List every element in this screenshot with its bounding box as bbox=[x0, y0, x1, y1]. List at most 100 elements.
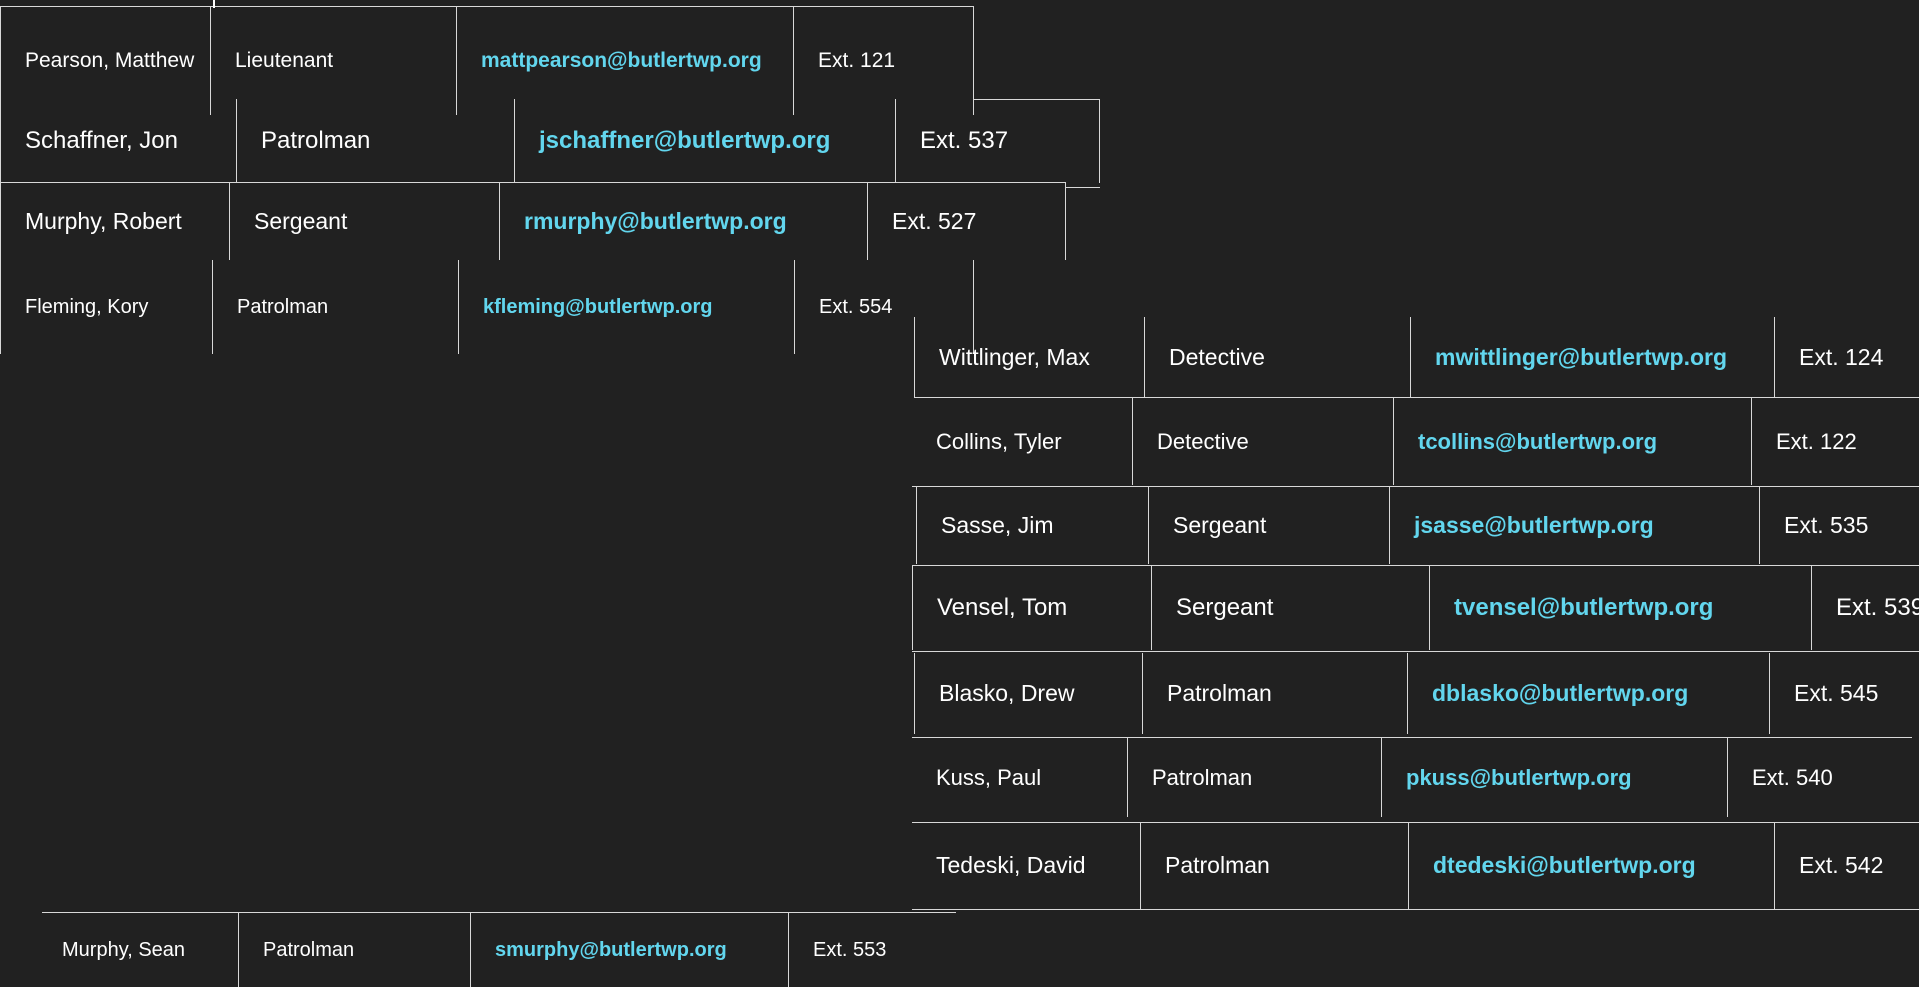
ext-cell: Ext. 537 bbox=[895, 99, 1100, 183]
title-text: Sergeant bbox=[254, 208, 348, 234]
title-cell: Sergeant bbox=[229, 183, 499, 260]
name-cell: Kuss, Paul bbox=[912, 738, 1127, 817]
email-link[interactable]: tvensel@butlertwp.org bbox=[1454, 594, 1714, 621]
email-link[interactable]: rmurphy@butlertwp.org bbox=[524, 208, 787, 234]
ext-text: Ext. 537 bbox=[920, 127, 1009, 154]
email-cell: mwittlinger@butlertwp.org bbox=[1410, 317, 1774, 398]
ext-cell: Ext. 553 bbox=[788, 913, 956, 987]
title-cell: Patrolman bbox=[238, 913, 470, 987]
email-cell: smurphy@butlertwp.org bbox=[470, 913, 788, 987]
title-text: Sergeant bbox=[1176, 594, 1274, 621]
row-divider bbox=[912, 822, 1919, 823]
name-cell: Schaffner, Jon bbox=[0, 99, 236, 183]
name-cell: Pearson, Matthew bbox=[0, 6, 210, 115]
email-cell: mattpearson@butlertwp.org bbox=[456, 6, 793, 115]
title-cell: Sergeant bbox=[1148, 487, 1389, 564]
title-cell: Patrolman bbox=[236, 99, 514, 183]
table-row: Tedeski, David Patrolman dtedeski@butler… bbox=[912, 822, 1919, 909]
ext-text: Ext. 540 bbox=[1752, 764, 1833, 790]
email-link[interactable]: kfleming@butlertwp.org bbox=[483, 295, 713, 318]
ext-text: Ext. 535 bbox=[1784, 512, 1869, 538]
email-cell: jschaffner@butlertwp.org bbox=[514, 99, 895, 183]
row-divider bbox=[912, 565, 1919, 566]
email-link[interactable]: dtedeski@butlertwp.org bbox=[1433, 852, 1696, 878]
ext-text: Ext. 553 bbox=[813, 938, 887, 961]
table-row: Sasse, Jim Sergeant jsasse@butlertwp.org… bbox=[916, 487, 1919, 564]
title-text: Patrolman bbox=[1152, 764, 1253, 790]
name-cell: Tedeski, David bbox=[912, 822, 1140, 909]
ext-cell: Ext. 545 bbox=[1769, 653, 1919, 734]
title-text: Lieutenant bbox=[235, 48, 334, 72]
email-link[interactable]: pkuss@butlertwp.org bbox=[1406, 764, 1632, 790]
table-row: Blasko, Drew Patrolman dblasko@butlertwp… bbox=[914, 653, 1919, 734]
email-cell: kfleming@butlertwp.org bbox=[458, 260, 794, 354]
title-cell: Sergeant bbox=[1151, 566, 1429, 650]
row-divider bbox=[974, 99, 1100, 100]
ext-cell: Ext. 122 bbox=[1751, 398, 1919, 485]
cell-divider bbox=[213, 0, 215, 8]
ext-text: Ext. 542 bbox=[1799, 852, 1884, 878]
title-text: Patrolman bbox=[237, 295, 329, 318]
title-cell: Lieutenant bbox=[210, 6, 456, 115]
name-text: Wittlinger, Max bbox=[939, 344, 1090, 370]
row-divider bbox=[912, 486, 1919, 487]
table-row: Collins, Tyler Detective tcollins@butler… bbox=[912, 398, 1919, 485]
title-cell: Patrolman bbox=[1140, 822, 1408, 909]
row-divider bbox=[1066, 187, 1100, 188]
ext-cell: Ext. 124 bbox=[1774, 317, 1919, 398]
row-divider bbox=[912, 737, 1912, 738]
title-cell: Patrolman bbox=[212, 260, 458, 354]
name-cell: Fleming, Kory bbox=[0, 260, 212, 354]
name-cell: Sasse, Jim bbox=[916, 487, 1148, 564]
table-row: Murphy, Sean Patrolman smurphy@butlertwp… bbox=[42, 913, 956, 987]
row-divider bbox=[0, 182, 1066, 183]
ext-cell: Ext. 539 bbox=[1811, 566, 1919, 650]
name-cell: Blasko, Drew bbox=[914, 653, 1142, 734]
table-row: Schaffner, Jon Patrolman jschaffner@butl… bbox=[0, 99, 1100, 183]
name-text: Schaffner, Jon bbox=[25, 127, 178, 154]
table-row: Wittlinger, Max Detective mwittlinger@bu… bbox=[914, 317, 1919, 398]
name-text: Pearson, Matthew bbox=[25, 48, 195, 72]
name-cell: Murphy, Sean bbox=[42, 913, 238, 987]
name-cell: Wittlinger, Max bbox=[914, 317, 1144, 398]
name-text: Collins, Tyler bbox=[936, 428, 1062, 454]
name-text: Kuss, Paul bbox=[936, 764, 1042, 790]
title-text: Patrolman bbox=[261, 127, 371, 154]
email-link[interactable]: mwittlinger@butlertwp.org bbox=[1435, 344, 1728, 370]
email-link[interactable]: tcollins@butlertwp.org bbox=[1418, 428, 1658, 454]
title-cell: Patrolman bbox=[1142, 653, 1407, 734]
title-text: Sergeant bbox=[1173, 512, 1267, 538]
name-text: Murphy, Robert bbox=[25, 208, 182, 234]
table-row: Vensel, Tom Sergeant tvensel@butlertwp.o… bbox=[912, 566, 1919, 650]
email-link[interactable]: jsasse@butlertwp.org bbox=[1414, 512, 1654, 538]
title-cell: Detective bbox=[1132, 398, 1393, 485]
email-cell: dtedeski@butlertwp.org bbox=[1408, 822, 1774, 909]
name-cell: Murphy, Robert bbox=[0, 183, 229, 260]
title-text: Patrolman bbox=[1167, 680, 1272, 706]
name-text: Blasko, Drew bbox=[939, 680, 1075, 706]
title-text: Detective bbox=[1157, 428, 1249, 454]
table-row: Murphy, Robert Sergeant rmurphy@butlertw… bbox=[0, 183, 1066, 260]
row-divider bbox=[914, 397, 1919, 398]
email-link[interactable]: dblasko@butlertwp.org bbox=[1432, 680, 1689, 706]
ext-text: Ext. 554 bbox=[819, 295, 893, 318]
ext-text: Ext. 527 bbox=[892, 208, 977, 234]
email-cell: tvensel@butlertwp.org bbox=[1429, 566, 1811, 650]
email-link[interactable]: jschaffner@butlertwp.org bbox=[539, 127, 831, 154]
ext-cell: Ext. 527 bbox=[867, 183, 1066, 260]
email-cell: rmurphy@butlertwp.org bbox=[499, 183, 867, 260]
ext-text: Ext. 122 bbox=[1776, 428, 1857, 454]
row-divider bbox=[912, 909, 1919, 910]
table-row: Pearson, Matthew Lieutenant mattpearson@… bbox=[0, 6, 974, 115]
email-cell: tcollins@butlertwp.org bbox=[1393, 398, 1751, 485]
name-cell: Collins, Tyler bbox=[912, 398, 1132, 485]
title-text: Detective bbox=[1169, 344, 1265, 370]
email-link[interactable]: mattpearson@butlertwp.org bbox=[481, 48, 762, 72]
email-link[interactable]: smurphy@butlertwp.org bbox=[495, 938, 727, 961]
row-divider bbox=[912, 651, 1919, 652]
ext-text: Ext. 539 bbox=[1836, 594, 1919, 621]
ext-cell: Ext. 554 bbox=[794, 260, 974, 354]
name-cell: Vensel, Tom bbox=[912, 566, 1151, 650]
name-text: Fleming, Kory bbox=[25, 295, 149, 318]
title-cell: Detective bbox=[1144, 317, 1410, 398]
